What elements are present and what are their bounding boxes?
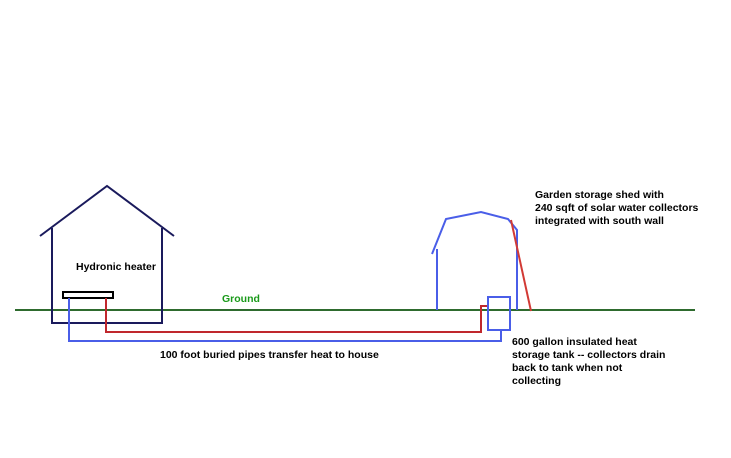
- ground-label: Ground: [222, 293, 260, 305]
- house-roof: [39, 184, 175, 237]
- tank-label-line: collecting: [512, 375, 562, 387]
- tank-label-line: back to tank when not: [512, 362, 623, 374]
- shed-outline: [431, 210, 518, 310]
- cold-pipe: [68, 298, 502, 342]
- shed-label-line: 240 sqft of solar water collectors: [535, 202, 699, 214]
- shed-label: Garden storage shed with 240 sqft of sol…: [535, 189, 698, 228]
- solar-collector: [510, 219, 532, 312]
- buried-pipes-label: 100 foot buried pipes transfer heat to h…: [160, 349, 379, 361]
- storage-tank: [487, 296, 511, 331]
- hydronic-heater-unit: [62, 291, 114, 299]
- shed-label-line: integrated with south wall: [535, 215, 664, 227]
- storage-tank-label: 600 gallon insulated heat storage tank -…: [512, 336, 665, 388]
- hot-pipe: [105, 298, 488, 333]
- tank-label-line: 600 gallon insulated heat: [512, 336, 637, 348]
- shed-label-line: Garden storage shed with: [535, 189, 664, 201]
- storage-shed: [431, 210, 518, 310]
- tank-label-line: storage tank -- collectors drain: [512, 349, 666, 361]
- hydronic-heater-label: Hydronic heater: [76, 261, 156, 273]
